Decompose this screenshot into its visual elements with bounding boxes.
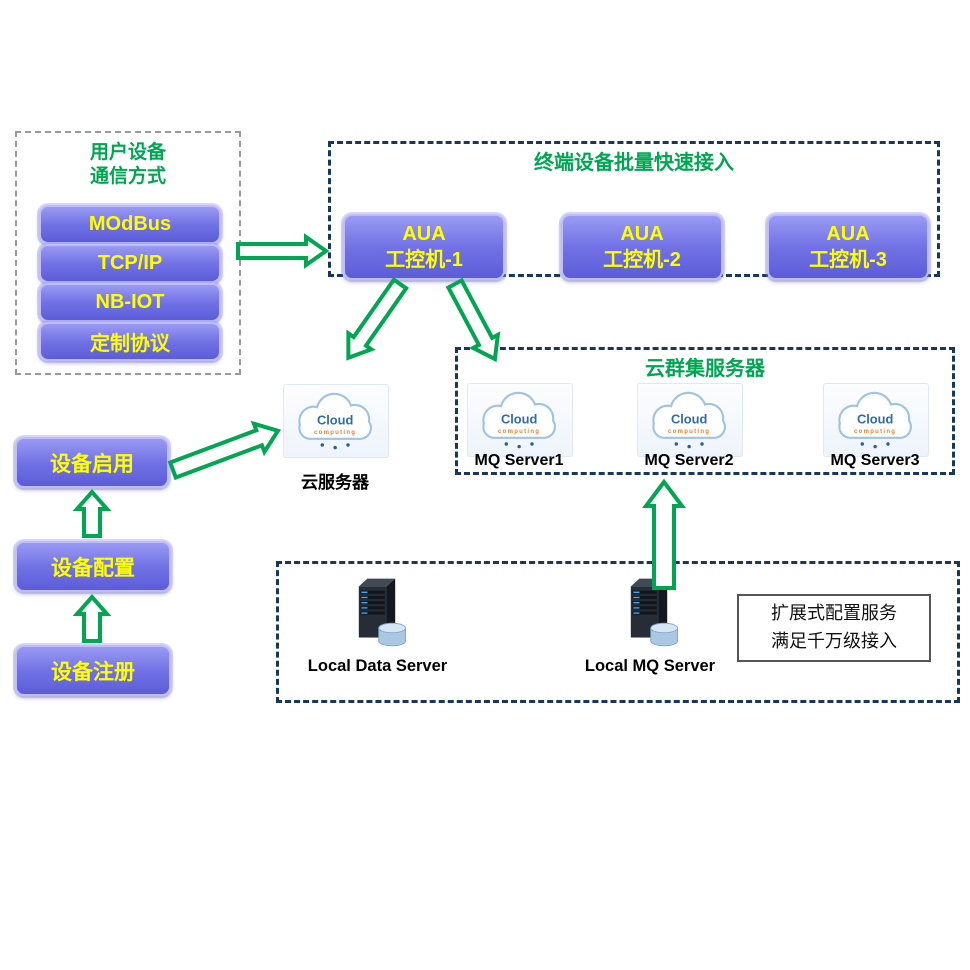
comm-item-nbiot-label: NB-IOT (95, 291, 165, 313)
cloud-server-box: Cloud computing (283, 384, 389, 458)
aua-node-3-line2: 工控机-3 (809, 249, 887, 271)
mq-server1-label: MQ Server1 (474, 452, 564, 469)
aua-node-2-line1: AUA (620, 223, 664, 245)
server-tower-icon (630, 578, 679, 647)
device-register-node: 设备注册 (15, 645, 171, 696)
cloud-sub: computing (498, 429, 540, 435)
server-tower-icon (358, 578, 407, 647)
cloud-cluster-panel: 云群集服务器 (455, 347, 955, 475)
mq-server3-cloud: Cloud computing (823, 383, 929, 457)
comm-item-modbus: MOdBus (39, 205, 221, 244)
comm-panel-title-line2: 通信方式 (89, 165, 166, 187)
device-enable-node: 设备启用 (15, 437, 169, 488)
mq-server2-label: MQ Server2 (644, 452, 734, 469)
terminal-panel-title: 终端设备批量快速接入 (534, 152, 734, 174)
scalability-note-line1: 扩展式配置服务 (771, 603, 897, 624)
local-mq-server-label: Local MQ Server (584, 657, 716, 675)
cloud-icon: Cloud computing (482, 391, 556, 449)
scalability-note-line2: 满足千万级接入 (771, 631, 897, 651)
database-cylinder-icon (650, 622, 679, 647)
comm-item-tcpip: TCP/IP (39, 244, 221, 283)
mq-server3-label: MQ Server3 (830, 452, 920, 469)
aua-node-3-line1: AUA (826, 223, 870, 245)
local-data-server-label: Local Data Server (307, 657, 448, 675)
terminal-access-panel: 终端设备批量快速接入 AUA 工控机-1 AUA 工控机-2 AUA 工控机-3 (328, 141, 940, 280)
cloud-icon: Cloud computing (652, 391, 726, 449)
arrow-comm-to-aua1 (236, 233, 330, 269)
comm-item-custom-protocol: 定制协议 (39, 322, 221, 361)
cloud-word: Cloud (317, 412, 353, 427)
aua-node-3: AUA 工控机-3 (767, 214, 929, 280)
comm-panel-title-line1: 用户设备 (89, 142, 166, 163)
cloud-sub: computing (854, 429, 896, 435)
comm-item-modbus-label: MOdBus (88, 213, 172, 235)
arrow-enable-to-cloud-server (167, 420, 282, 481)
comm-item-custom-protocol-label: 定制协议 (90, 333, 170, 355)
aua-node-2: AUA 工控机-2 (561, 214, 723, 280)
cloud-people-dots (320, 443, 350, 450)
cloud-word: Cloud (671, 411, 707, 426)
cloud-sub: computing (314, 430, 356, 436)
comm-panel-title: 用户设备 通信方式 (17, 141, 239, 189)
mq-server2-cloud: Cloud computing (637, 383, 743, 457)
database-cylinder-icon (378, 622, 407, 647)
mq-server1-cloud: Cloud computing (467, 383, 573, 457)
device-register-label: 设备注册 (51, 660, 135, 684)
aua-node-1: AUA 工控机-1 (343, 214, 505, 280)
cloud-icon: Cloud computing (298, 392, 372, 450)
arrow-config-to-enable (72, 488, 112, 538)
arrow-aua1-to-cloud-server (346, 276, 409, 361)
comm-item-tcpip-label: TCP/IP (97, 252, 163, 274)
cloud-word: Cloud (501, 411, 537, 426)
cloud-icon: Cloud computing (838, 391, 912, 449)
device-config-node: 设备配置 (15, 541, 171, 592)
comm-item-nbiot: NB-IOT (39, 283, 221, 322)
local-data-server-box (338, 576, 416, 654)
aua-node-1-line1: AUA (402, 223, 446, 245)
cloud-word: Cloud (857, 411, 893, 426)
aua-node-2-line2: 工控机-2 (603, 249, 681, 271)
scalability-note: 扩展式配置服务 满足千万级接入 (737, 594, 931, 662)
device-config-label: 设备配置 (51, 556, 135, 580)
device-enable-label: 设备启用 (50, 452, 134, 476)
comm-methods-panel: 用户设备 通信方式 MOdBus TCP/IP NB-IOT 定制协议 (15, 131, 241, 375)
cloud-server-label: 云服务器 (301, 473, 369, 492)
cloud-sub: computing (668, 429, 710, 435)
aua-node-1-line2: 工控机-1 (385, 249, 463, 271)
cluster-panel-title: 云群集服务器 (645, 358, 765, 380)
local-servers-panel (276, 561, 960, 703)
local-mq-server-box (610, 576, 688, 654)
arrow-register-to-config (72, 593, 112, 643)
